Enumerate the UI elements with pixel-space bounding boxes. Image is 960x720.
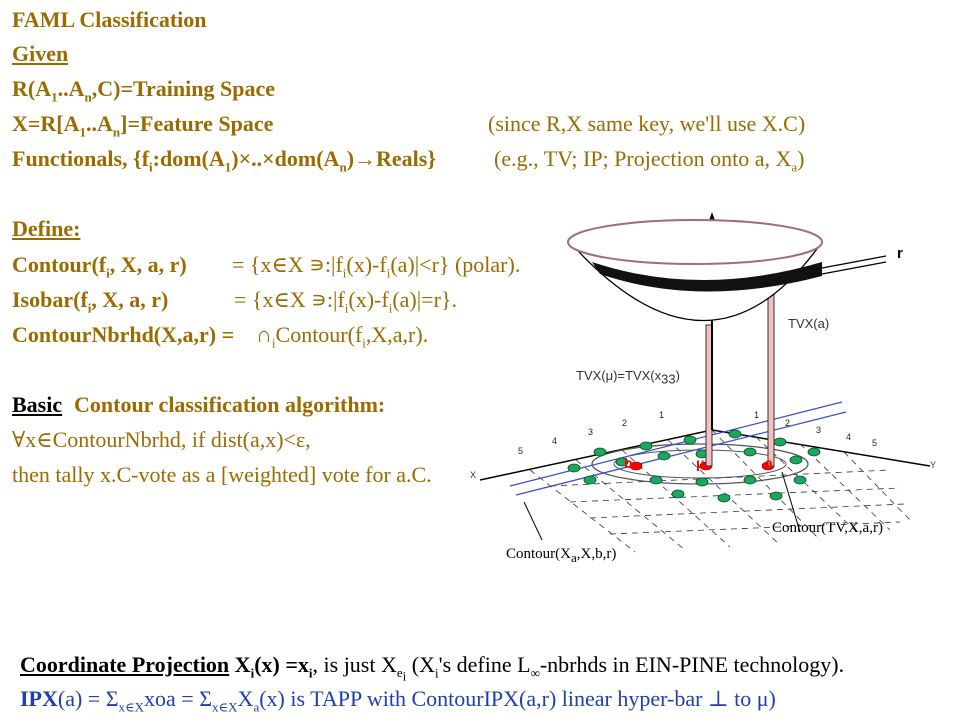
xa-band bbox=[509, 401, 847, 496]
y-axis-label: Y bbox=[930, 460, 937, 470]
basic-label: Basic bbox=[12, 392, 63, 417]
tick-left-5: 5 bbox=[518, 446, 524, 456]
tick-right-2: 2 bbox=[785, 418, 791, 428]
data-points bbox=[567, 429, 821, 503]
tvx-mu-label: TVX(μ)=TVX(x33) bbox=[576, 368, 680, 387]
title: FAML Classification bbox=[12, 7, 207, 32]
functionals-line: Functionals, {fi:dom(A1)×..×dom(An)→Real… bbox=[12, 146, 437, 175]
coordinate-projection-title: Coordinate Projection bbox=[20, 652, 230, 677]
tick-right-3: 3 bbox=[816, 425, 822, 435]
feature-space-line: X=R[A1..An]=Feature Space bbox=[12, 111, 274, 140]
mu-label: μ bbox=[696, 455, 705, 471]
forall-line: ∀x∈ContourNbrhd, if dist(a,x)<ε, bbox=[12, 427, 311, 452]
tally-line: then tally x.C-vote as a [weighted] vote… bbox=[12, 462, 432, 487]
contour-definition-lhs: Contour(fi, X, a, r) bbox=[12, 252, 187, 281]
tick-left-4: 4 bbox=[552, 436, 558, 446]
contour-nbrhd-lhs: ContourNbrhd(X,a,r) = bbox=[12, 322, 235, 347]
coordinate-projection-line: Coordinate Projection Xi(x) =xi, is just… bbox=[20, 652, 845, 684]
r-pointers bbox=[821, 255, 887, 275]
tvx-a-label: TVX(a) bbox=[788, 316, 830, 331]
contour-diagram bbox=[479, 212, 931, 553]
tick-right-5: 5 bbox=[872, 438, 878, 448]
contour-nbrhd-rhs: ∩iContour(fi,X,a,r). bbox=[256, 322, 429, 351]
tvx-a-bar bbox=[767, 279, 775, 467]
define-heading: Define: bbox=[12, 216, 81, 241]
tick-right-4: 4 bbox=[846, 432, 852, 442]
bowl-band bbox=[592, 262, 822, 292]
r-label: r bbox=[897, 245, 903, 262]
contour-tv-caption: Contour(TV,X,a,r) bbox=[772, 520, 883, 536]
tick-left-3: 3 bbox=[588, 427, 594, 437]
b-label: b bbox=[624, 455, 633, 471]
given-heading: Given bbox=[12, 41, 69, 66]
tick-left-2: 2 bbox=[622, 418, 628, 428]
functionals-note: (e.g., TV; IP; Projection onto a, Xa) bbox=[494, 146, 805, 175]
contour-tv-pointer bbox=[781, 471, 801, 533]
x-axis-label: X bbox=[470, 470, 477, 480]
training-space-line: R(A1..An,C)=Training Space bbox=[12, 76, 275, 105]
contour-xa-pointer bbox=[523, 501, 543, 541]
contour-definition-rhs: = {x∈X ∍:|fi(x)-fi(a)|<r} (polar). bbox=[232, 252, 521, 281]
isobar-definition-rhs: = {x∈X ∍:|fi(x)-fi(a)|=r}. bbox=[234, 287, 457, 316]
ipx-line: IPX(a) = Σx∈Xxoa = Σx∈XXa(x) is TAPP wit… bbox=[20, 686, 776, 715]
feature-space-note: (since R,X same key, we'll use X.C) bbox=[488, 111, 806, 136]
a-label: a bbox=[765, 455, 773, 471]
algorithm-heading: Contour classification algorithm: bbox=[74, 392, 386, 417]
isobar-definition-lhs: Isobar(fi, X, a, r) bbox=[12, 287, 169, 316]
tick-left-1: 1 bbox=[659, 410, 665, 420]
bowl bbox=[567, 219, 823, 321]
contour-xa-caption: Contour(Xa,X,b,r) bbox=[506, 546, 617, 565]
point-b bbox=[629, 461, 643, 471]
tick-right-1: 1 bbox=[754, 410, 760, 420]
